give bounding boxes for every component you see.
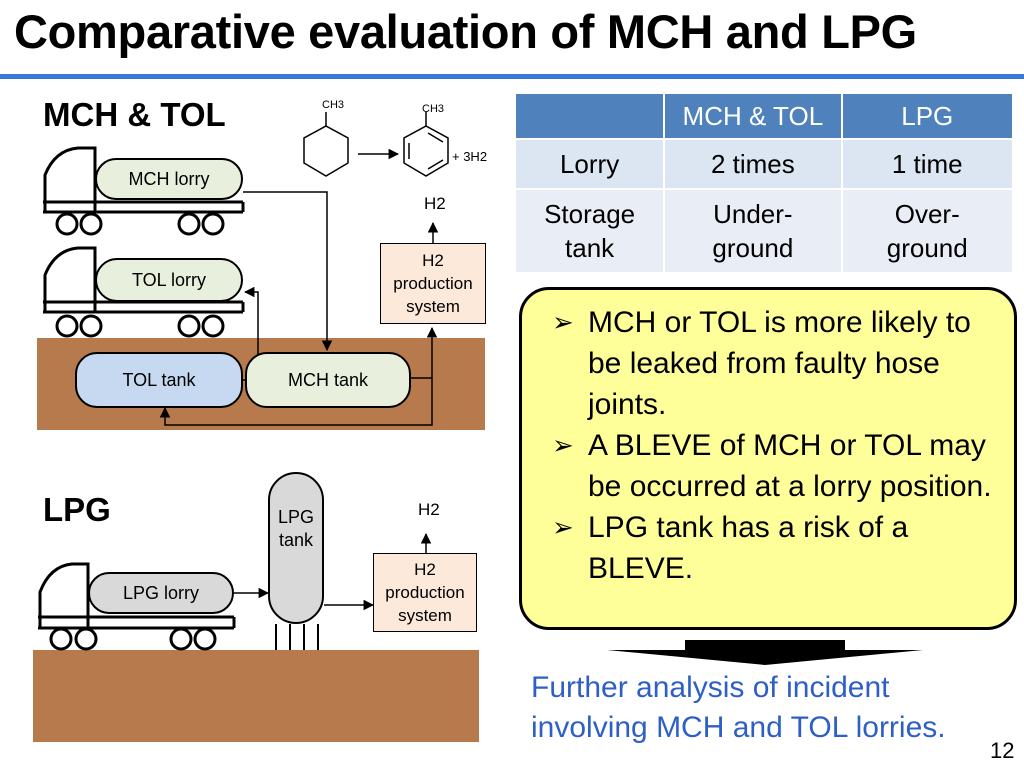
note-item: ➢ A BLEVE of MCH or TOL may be occurred … bbox=[552, 425, 1000, 507]
mch-lorry-tank: MCH lorry bbox=[95, 158, 243, 200]
table-row: Lorry 2 times 1 time bbox=[513, 138, 1014, 190]
mch-h2-output-label: H2 bbox=[424, 194, 446, 213]
mch-lorry-truck bbox=[43, 146, 245, 236]
tol-ch3-label: CH3 bbox=[422, 103, 445, 115]
table-cell: Lorry bbox=[513, 138, 666, 190]
mch-h2-production-system: H2 production system bbox=[380, 243, 486, 324]
page-title: Comparative evaluation of MCH and LPG bbox=[14, 5, 917, 58]
comparison-table: MCH & TOL LPG Lorry 2 times 1 time Stora… bbox=[513, 92, 1014, 274]
lpg-tank-line-2: tank bbox=[278, 530, 314, 550]
mch-ch3-label: CH3 bbox=[322, 99, 345, 111]
table-header-cell: MCH & TOL bbox=[663, 92, 843, 140]
lpg-section-diagram bbox=[38, 532, 432, 651]
arrow-bullet-icon: ➢ bbox=[552, 512, 574, 542]
table-cell: Storage tank bbox=[513, 188, 666, 274]
note-text: A BLEVE of MCH or TOL may be occurred at… bbox=[588, 429, 992, 503]
page-number: 12 bbox=[990, 738, 1015, 763]
toluene-molecule-icon bbox=[403, 112, 449, 177]
arrow-bullet-icon: ➢ bbox=[552, 307, 574, 337]
note-item: ➢ LPG tank has a risk of a BLEVE. bbox=[552, 507, 1000, 589]
tol-storage-tank: TOL tank bbox=[75, 352, 243, 408]
table-cell: 2 times bbox=[663, 138, 843, 190]
lpg-section-label: LPG bbox=[43, 491, 111, 528]
mch-tank-to-production-arrow bbox=[410, 326, 438, 379]
mch-storage-tank: MCH tank bbox=[245, 352, 411, 408]
tol-lorry-truck bbox=[43, 246, 245, 338]
table-header-row: MCH & TOL LPG bbox=[513, 92, 1014, 140]
lpg-production-line-3: system bbox=[398, 606, 452, 625]
lpg-storage-tank: LPG tank bbox=[268, 472, 324, 624]
mch-lorry-to-tank-arrow bbox=[243, 191, 333, 352]
mch-section-diagram bbox=[43, 112, 449, 426]
table-row: Storage tank Under-ground Over-ground bbox=[513, 188, 1014, 274]
lpg-h2-output-label: H2 bbox=[418, 500, 440, 519]
table-cell: 1 time bbox=[840, 138, 1014, 190]
production-line-2: production bbox=[393, 274, 473, 293]
production-line-3: system bbox=[406, 297, 460, 316]
down-arrow-icon bbox=[607, 640, 923, 665]
note-text: LPG tank has a risk of a BLEVE. bbox=[588, 511, 909, 585]
mch-molecule-icon bbox=[303, 112, 349, 177]
notes-box: ➢ MCH or TOL is more likely to be leaked… bbox=[519, 287, 1017, 630]
lpg-tank-line-1: LPG bbox=[277, 507, 315, 527]
note-item: ➢ MCH or TOL is more likely to be leaked… bbox=[552, 302, 1000, 425]
lpg-production-line-2: production bbox=[385, 583, 465, 602]
lpg-ground bbox=[33, 650, 479, 742]
production-line-1: H2 bbox=[422, 251, 444, 270]
production-to-tol-tank-arrow bbox=[159, 378, 433, 426]
table-header-cell: LPG bbox=[840, 92, 1014, 140]
mch-tol-section-label: MCH & TOL bbox=[43, 96, 226, 133]
table-cell: Over-ground bbox=[840, 188, 1014, 274]
lpg-lorry-tank: LPG lorry bbox=[88, 572, 234, 614]
table-cell: Under-ground bbox=[663, 188, 843, 274]
note-text: MCH or TOL is more likely to be leaked f… bbox=[588, 306, 971, 421]
reaction-product-label: + 3H2 bbox=[452, 149, 488, 164]
lpg-lorry-truck bbox=[38, 562, 236, 651]
table-header-cell bbox=[513, 92, 666, 140]
conclusion-text: Further analysis of incident involving M… bbox=[531, 671, 946, 744]
arrow-bullet-icon: ➢ bbox=[552, 430, 574, 460]
tol-lorry-tank: TOL lorry bbox=[95, 258, 243, 302]
lpg-tank-legs bbox=[275, 624, 319, 650]
title-underline bbox=[0, 74, 1024, 79]
lpg-production-line-1: H2 bbox=[414, 560, 436, 579]
lpg-h2-production-system: H2 production system bbox=[373, 553, 477, 632]
